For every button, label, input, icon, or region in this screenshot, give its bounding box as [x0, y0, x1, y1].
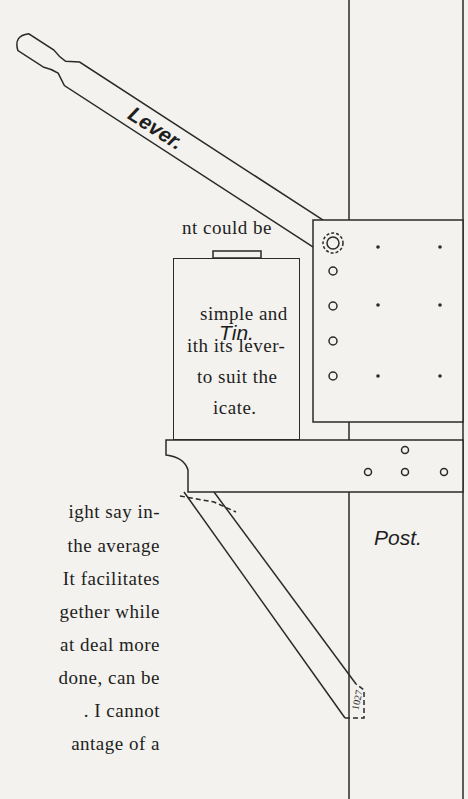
body-text: to suit the [197, 367, 277, 388]
body-text: at deal more [60, 635, 160, 656]
body-text: It facilitates [63, 569, 160, 590]
part-name: Lever. [124, 102, 188, 154]
body-text: the average [67, 536, 160, 557]
wall-plate [313, 220, 463, 422]
plate-holes [329, 267, 337, 380]
shelf-holes [365, 447, 448, 476]
part-name: Post. [374, 526, 422, 549]
tin-lid [213, 251, 261, 258]
bracket-strut [180, 492, 364, 718]
pivot [323, 233, 343, 253]
tin-box: Tin. [173, 258, 300, 440]
body-text: nt could be [182, 218, 272, 239]
body-text: . I cannot [84, 701, 160, 722]
body-text: icate. [213, 398, 257, 419]
body-text: ight say in- [69, 502, 161, 523]
figure-number: 1027 [350, 689, 365, 711]
body-text: gether while [60, 602, 160, 623]
body-text: done, can be [59, 668, 160, 689]
shelf [166, 440, 463, 492]
lever-bar [11, 27, 347, 259]
plate-rivets [376, 245, 442, 378]
body-text: antage of a [71, 734, 160, 755]
part-name: Tin. [174, 321, 299, 345]
